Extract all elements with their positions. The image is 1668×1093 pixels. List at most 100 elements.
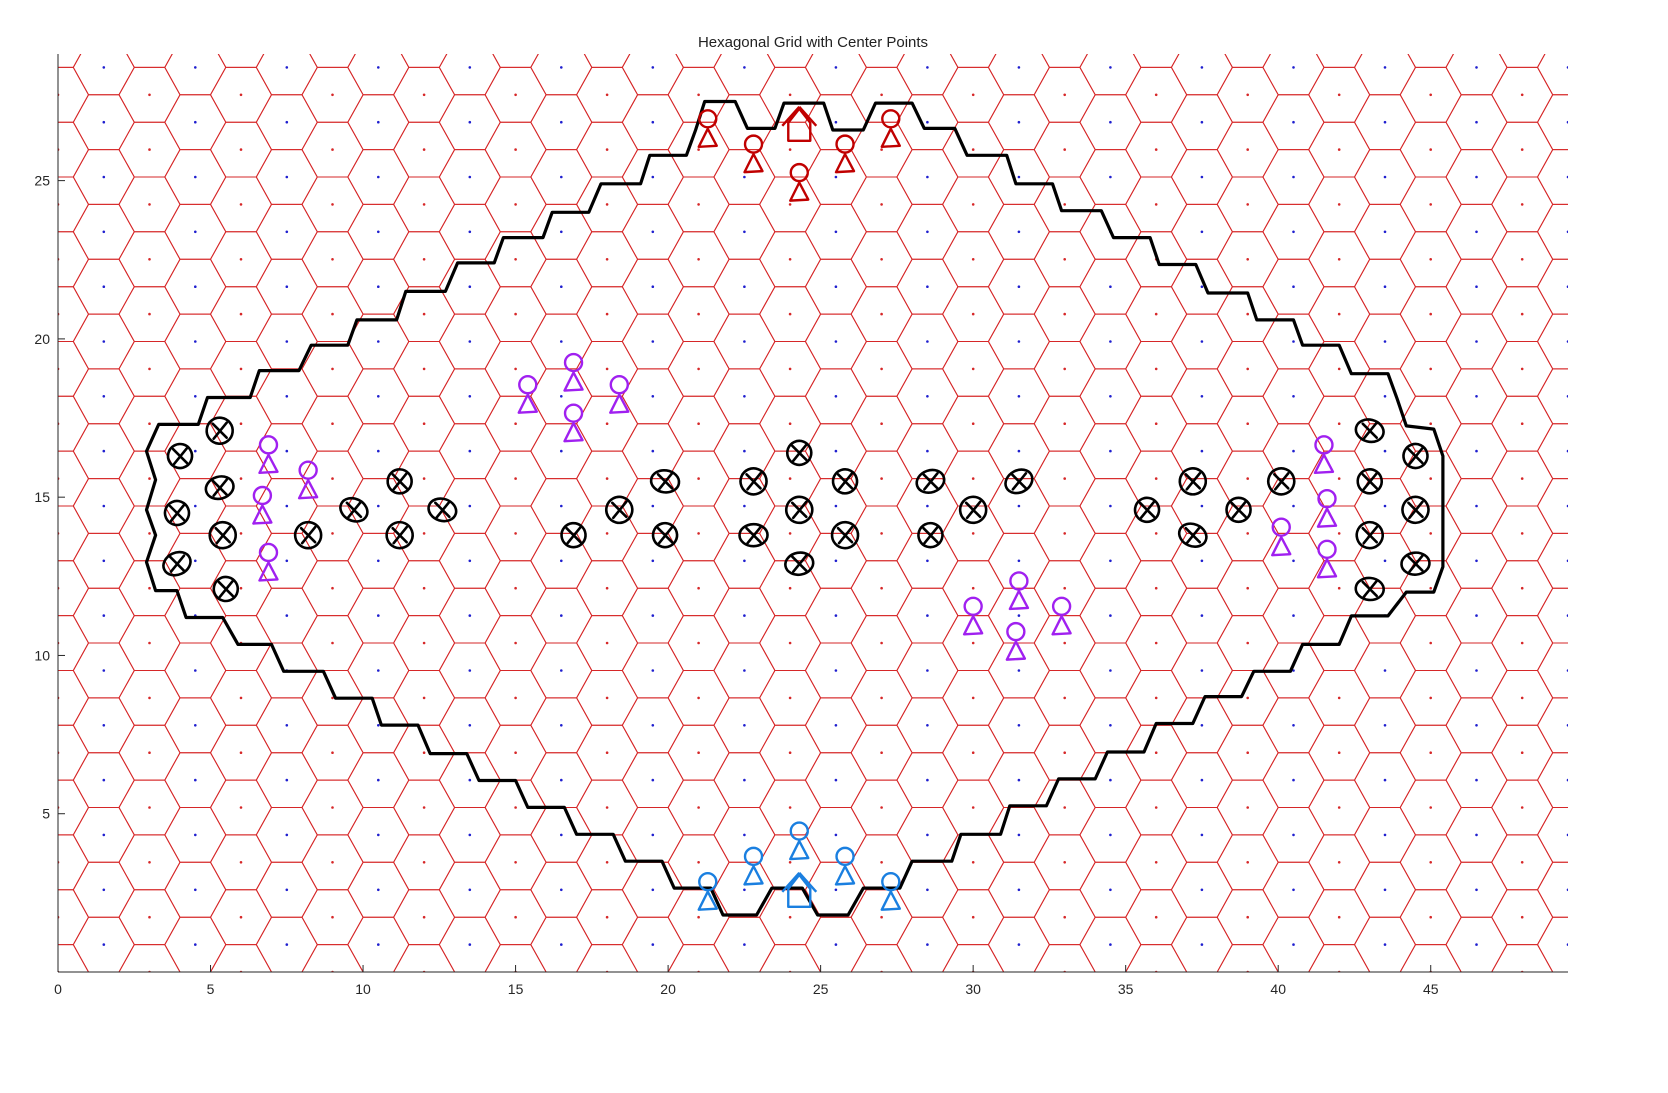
hex-center-point — [468, 504, 472, 508]
hex-center-point — [1475, 230, 1478, 234]
neutral-unit-icon — [258, 542, 279, 582]
hex-center-point — [697, 641, 700, 645]
hex-center-point — [1017, 888, 1021, 892]
hex-center-point — [331, 586, 334, 590]
hex-center-point — [1109, 395, 1112, 398]
hex-center-point — [514, 203, 517, 206]
hex-center-point — [1292, 395, 1295, 398]
obstacle-marker — [162, 550, 192, 577]
hex-center-point — [1292, 833, 1295, 837]
hex-center-point — [1063, 586, 1066, 590]
hex-center-point — [422, 806, 426, 809]
hex-center-point — [926, 285, 929, 289]
hex-center-point — [926, 66, 929, 69]
enemy-base-icon — [781, 106, 818, 143]
hex-center-point — [560, 559, 563, 563]
hex-center-point — [422, 751, 426, 754]
hex-center-point — [194, 888, 197, 892]
hex-center-point — [1292, 120, 1295, 124]
hex-center-point — [102, 504, 106, 508]
hex-center-point — [1017, 833, 1021, 837]
hex-center-point — [514, 258, 517, 261]
hex-center-point — [1383, 66, 1387, 69]
hex-center-point — [1520, 751, 1524, 754]
obstacle-marker — [1133, 496, 1161, 524]
hex-center-point — [1475, 340, 1478, 343]
hex-center-point — [697, 532, 700, 535]
hex-center-point — [1566, 230, 1568, 234]
hex-center-point — [605, 751, 609, 754]
hex-center-point — [651, 120, 655, 124]
enemy-unit-icon — [880, 109, 901, 149]
hex-center-point — [422, 422, 426, 426]
obstacle-marker — [385, 520, 414, 550]
hex-center-point — [1520, 806, 1524, 809]
hex-center-point — [743, 614, 746, 617]
hex-center-point — [331, 93, 334, 97]
hex-center-point — [422, 477, 426, 480]
hex-center-point — [560, 449, 563, 453]
hex-center-point — [1200, 778, 1204, 782]
hex-center-point — [285, 66, 289, 69]
boundary-outline — [144, 99, 1445, 917]
hex-center-point — [148, 148, 151, 151]
hex-center-point — [285, 724, 289, 727]
hex-center-point — [285, 340, 289, 343]
obstacle-marker — [958, 495, 988, 525]
hex-center-point — [148, 203, 151, 206]
hex-center-point — [1017, 66, 1021, 69]
hex-center-point — [697, 586, 700, 590]
hex-center-point — [926, 395, 929, 398]
hex-center-point — [605, 93, 609, 97]
hex-center-point — [1200, 120, 1204, 124]
obstacle-marker — [784, 551, 815, 577]
hex-center-point — [1520, 861, 1524, 864]
hex-center-point — [239, 367, 243, 371]
hex-cell — [1536, 916, 1568, 972]
hex-center-point — [1109, 943, 1112, 946]
neutral-unit-icon — [563, 403, 584, 443]
hex-center-point — [239, 258, 243, 261]
hex-center-point — [1520, 641, 1524, 645]
hex-center-point — [1475, 888, 1478, 892]
hex-center-point — [788, 422, 792, 426]
hex-center-point — [468, 230, 472, 234]
hex-center-point — [880, 367, 883, 371]
hex-center-point — [331, 477, 334, 480]
hex-center-point — [377, 778, 380, 782]
hex-center-point — [605, 641, 609, 645]
hex-center-point — [880, 93, 883, 97]
hex-center-point — [1475, 395, 1478, 398]
hex-center-point — [788, 915, 792, 919]
hex-center-point — [1246, 477, 1249, 480]
hex-center-point — [102, 230, 106, 234]
hex-center-point — [926, 120, 929, 124]
hex-center-point — [697, 258, 700, 261]
hex-center-point — [743, 230, 746, 234]
hex-center-point — [239, 477, 243, 480]
hex-center-point — [1475, 778, 1478, 782]
hex-center-point — [788, 806, 792, 809]
obstacle-marker — [339, 496, 369, 523]
hex-center-point — [1475, 669, 1478, 672]
hex-center-point — [651, 449, 655, 453]
hex-center-point — [1383, 120, 1387, 124]
hex-center-point — [102, 395, 106, 398]
hex-center-point — [285, 833, 289, 837]
hex-center-point — [1566, 449, 1568, 453]
hex-center-point — [971, 696, 975, 700]
hex-cell — [1536, 861, 1568, 918]
hex-center-point — [651, 285, 655, 289]
hex-center-point — [1109, 504, 1112, 508]
hex-center-point — [1063, 696, 1066, 700]
hex-center-point — [285, 559, 289, 563]
hex-center-point — [560, 175, 563, 179]
hex-center-point — [331, 641, 334, 645]
hex-center-point — [102, 888, 106, 892]
hex-center-point — [1383, 669, 1387, 672]
hex-center-point — [788, 586, 792, 590]
hex-center-point — [1017, 395, 1021, 398]
hex-center-point — [285, 888, 289, 892]
